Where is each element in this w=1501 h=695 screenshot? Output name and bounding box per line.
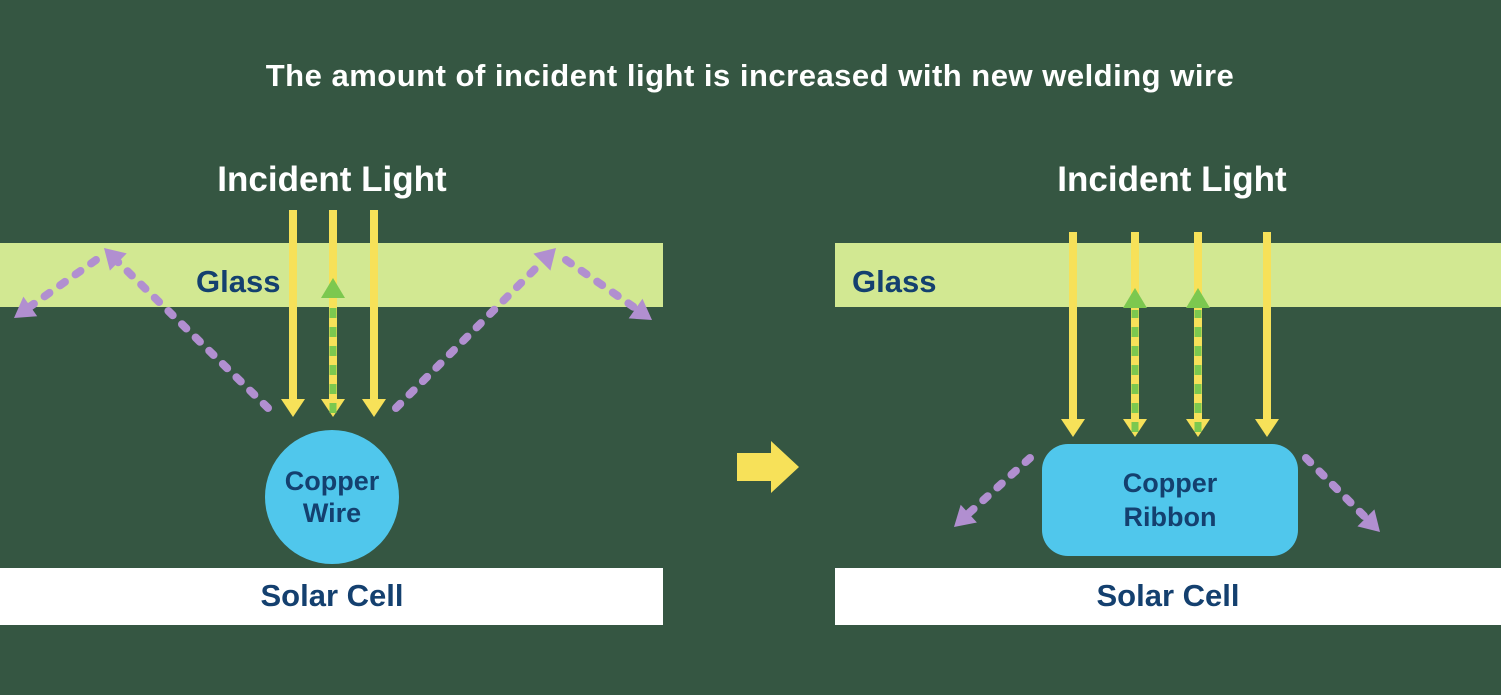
conductor-label-line2: Wire (303, 498, 361, 528)
copper-ribbon (1042, 444, 1298, 556)
reflected-light-arrows (1123, 288, 1210, 432)
solar-cell (0, 568, 663, 625)
scattered-ray-arrowhead-icon (533, 248, 556, 271)
glass-layer (835, 243, 1501, 307)
incident-ray-arrowhead-icon (362, 399, 386, 417)
copper-wire-circle (265, 430, 399, 564)
glass-label: Glass (196, 264, 280, 299)
conductor-label-line1: Copper (285, 466, 380, 496)
scattered-ray-arrowhead-icon (1357, 509, 1380, 532)
scattered-light-rays (954, 454, 1380, 532)
incident-light-label: Incident Light (1057, 160, 1287, 199)
scattered-light-rays (14, 248, 652, 412)
scattered-ray-segment (1302, 454, 1370, 522)
scattered-ray-segment (562, 256, 642, 314)
incident-light-label: Incident Light (217, 160, 447, 199)
scattered-ray-segment (114, 258, 272, 412)
conductor-label-line1: Copper (1123, 468, 1218, 498)
incident-ray-arrowhead-icon (1255, 419, 1279, 437)
scattered-ray-segment (24, 256, 100, 312)
conductor-label-line2: Ribbon (1124, 502, 1217, 532)
scattered-ray-segment (392, 258, 546, 412)
scattered-ray-segment (964, 454, 1034, 518)
incident-ray-arrowhead-icon (281, 399, 305, 417)
glass-label: Glass (852, 264, 936, 299)
right-arrow-icon (737, 441, 799, 493)
reflected-ray-arrowhead-icon (1123, 288, 1147, 308)
solar-cell (835, 568, 1501, 625)
solar-cell-label: Solar Cell (261, 578, 404, 613)
scattered-ray-arrowhead-icon (104, 248, 127, 271)
scattered-ray-arrowhead-icon (628, 298, 652, 320)
scattered-ray-arrowhead-icon (954, 504, 977, 527)
diagram-title: The amount of incident light is increase… (266, 58, 1235, 93)
incident-ray-arrowhead-icon (1061, 419, 1085, 437)
reflected-ray-arrowhead-icon (1186, 288, 1210, 308)
reflected-light-arrow (321, 278, 345, 413)
left-diagram: Incident Light Glass (0, 160, 663, 625)
right-diagram: Incident Light Glass (835, 160, 1501, 625)
transition-arrow (737, 441, 799, 493)
scattered-ray-arrowhead-icon (14, 296, 38, 318)
reflected-ray-arrowhead-icon (321, 278, 345, 298)
solar-cell-label: Solar Cell (1097, 578, 1240, 613)
